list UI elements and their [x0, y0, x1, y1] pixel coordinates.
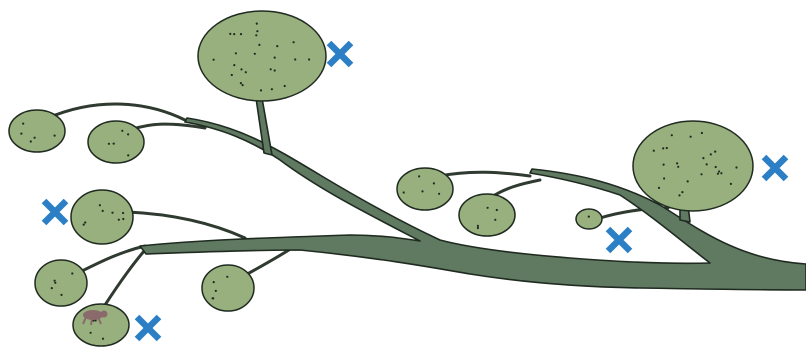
leaf-center-small	[576, 209, 602, 229]
leaf-left-lower-b	[202, 265, 254, 311]
leaf-left-lower-a	[35, 260, 87, 306]
leaf-center-b	[459, 194, 515, 236]
leaf-left-upper-a	[9, 110, 65, 152]
leaf-center-a	[397, 168, 453, 210]
leaf-right-large	[633, 121, 753, 211]
leaf-left-middle	[71, 190, 133, 244]
leaf-left-bottom	[73, 304, 129, 346]
x-mark-icon	[608, 229, 630, 251]
leaf-top-large	[198, 11, 326, 101]
x-mark-icon	[764, 157, 786, 179]
x-mark-icon	[137, 317, 159, 339]
x-mark-icon	[329, 43, 351, 65]
leaf-left-upper-b	[88, 121, 144, 163]
leaves	[9, 11, 753, 346]
x-mark-icon	[44, 201, 66, 223]
